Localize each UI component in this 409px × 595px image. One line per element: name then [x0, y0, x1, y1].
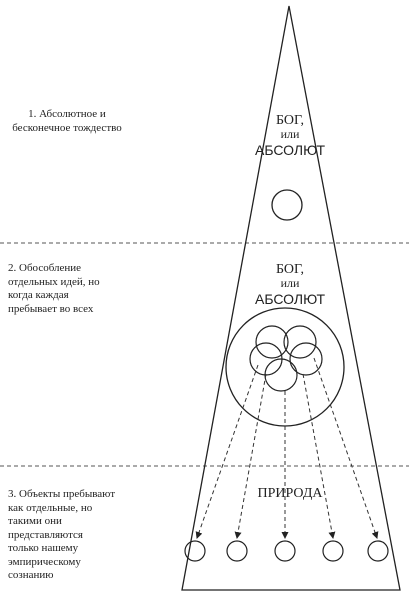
pyramid-outline — [181, 5, 401, 591]
god-label-2-line2: или — [281, 276, 300, 290]
stage-3-label: 3. Объекты пребывают как отдельные, но т… — [8, 488, 116, 581]
object-circle — [274, 540, 296, 562]
object-circle — [322, 540, 344, 562]
god-label-1-line3: АБСОЛЮТ — [255, 142, 325, 158]
idea-circle — [289, 342, 323, 376]
idea-circle — [283, 325, 317, 359]
object-circle — [226, 540, 248, 562]
object-circle — [184, 540, 206, 562]
emanation-arrow — [195, 364, 259, 539]
absolute-circle — [271, 189, 303, 221]
stage-2-label: 2. Обособление отдельных идей, но когда … — [8, 262, 100, 315]
object-circle — [367, 540, 389, 562]
god-label-2-line3: АБСОЛЮТ — [255, 291, 325, 307]
stage-1-label: 1. Абсолютное и бесконечное тождество — [12, 108, 122, 134]
nature-label: ПРИРОДА — [257, 486, 323, 501]
god-label-1-line1: БОГ, — [276, 113, 304, 128]
emanation-arrow — [234, 373, 267, 539]
god-label-1-line2: или — [281, 127, 300, 141]
emanation-arrow — [313, 357, 379, 539]
idea-circle — [264, 358, 298, 392]
god-label-2-line1: БОГ, — [276, 262, 304, 277]
idea-circle — [255, 325, 289, 359]
